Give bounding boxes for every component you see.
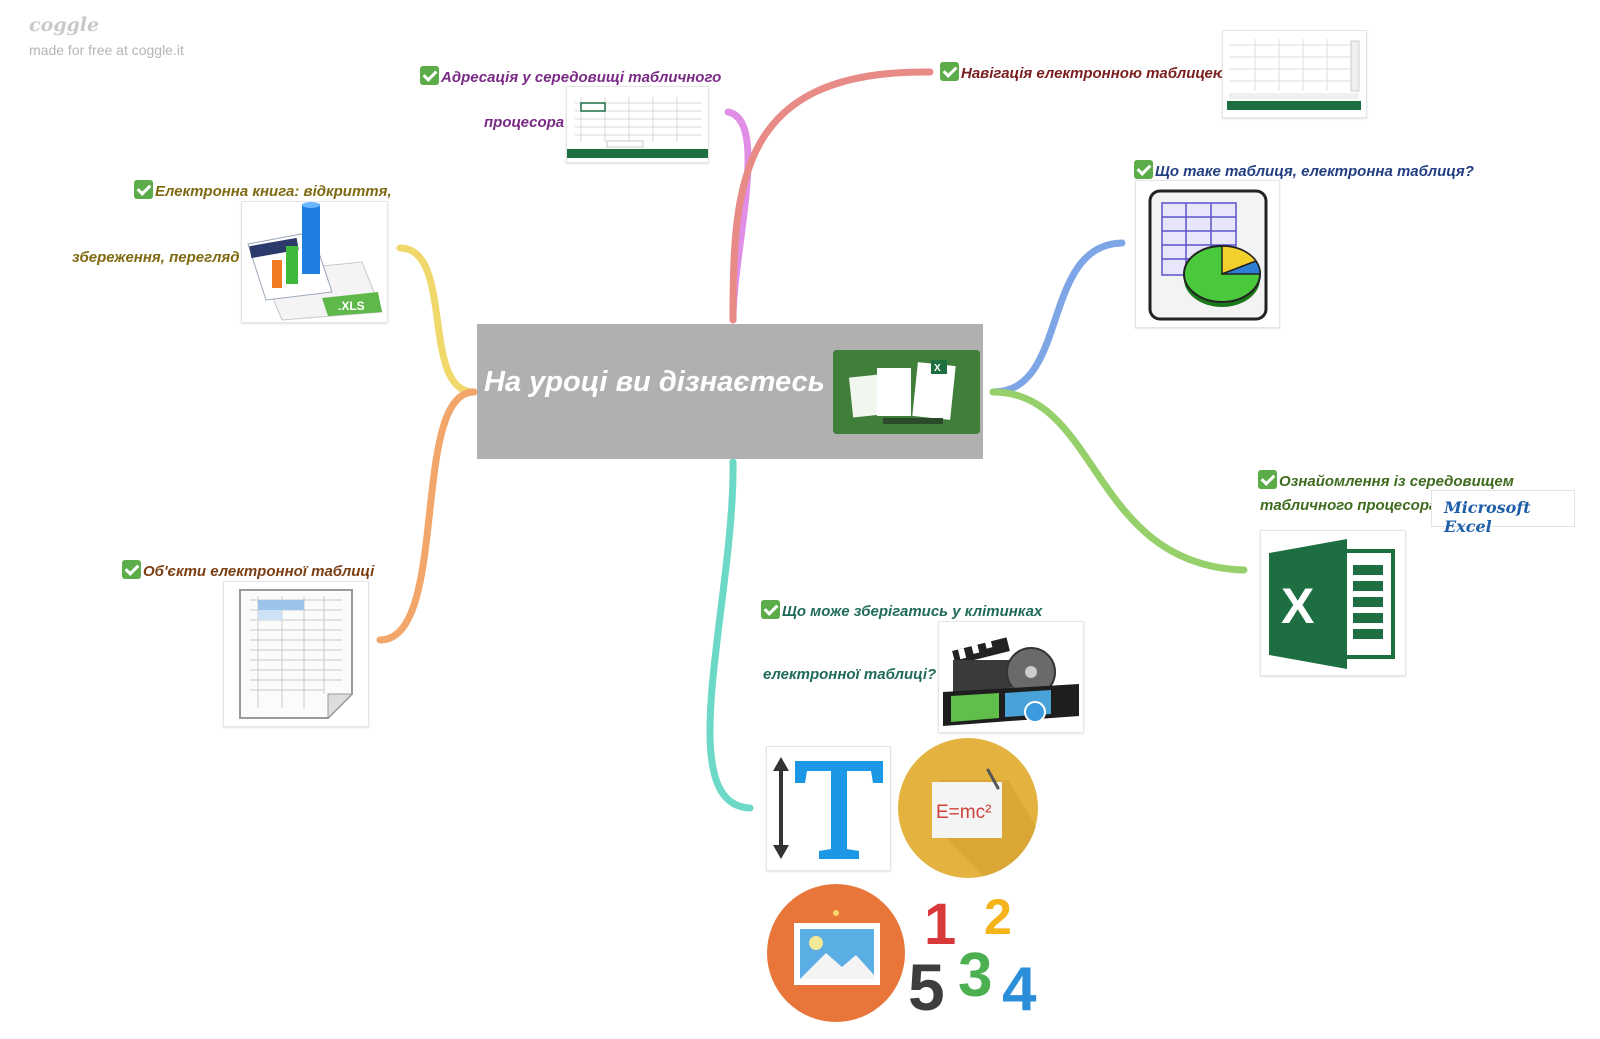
svg-text:1: 1	[924, 892, 956, 957]
table-chart-icon	[1135, 180, 1280, 328]
check-icon	[940, 62, 959, 81]
microsoft-excel-logo-text: Microsoft Excel	[1444, 498, 1531, 536]
svg-text:4: 4	[1002, 955, 1037, 1014]
branch-navigation-label[interactable]: Навігація електронною таблицею	[940, 62, 1226, 83]
book-line2: збереження, перегляд	[72, 249, 240, 266]
film-clapper-icon	[938, 621, 1084, 733]
branch-storage-label[interactable]: Що може зберігатись у клітинках	[761, 600, 1042, 621]
wire-intro	[989, 388, 1248, 574]
addressing-line2: процесора	[484, 114, 565, 131]
navigation-text: Навігація електронною таблицею	[961, 65, 1226, 82]
wire-storage	[706, 458, 754, 812]
check-icon	[1134, 160, 1153, 179]
storage-line2: електронної таблиці?	[763, 666, 937, 683]
objects-text: Об'єкти електронної таблиці	[143, 563, 375, 580]
coggle-logo: coggle	[29, 14, 100, 36]
branch-intro-label[interactable]: Ознайомлення із середовищем	[1258, 470, 1514, 491]
svg-text:X: X	[934, 363, 941, 374]
central-node[interactable]: На уроці ви дізнаєтесь X	[477, 324, 983, 459]
branch-addressing-label[interactable]: Адресація у середовищі табличного	[420, 66, 721, 87]
check-icon	[1258, 470, 1277, 489]
coggle-brand: coggle made for free at coggle.it	[29, 14, 184, 58]
spreadsheet-navigation-thumbnail	[1222, 30, 1367, 118]
wire-what-is	[989, 239, 1126, 396]
wire-objects	[376, 388, 478, 644]
spreadsheet-sheet-icon	[223, 581, 369, 727]
wire-navigation	[729, 68, 934, 324]
svg-text:.XLS: .XLS	[338, 299, 365, 313]
svg-text:3: 3	[958, 941, 992, 1010]
spreadsheet-address-thumbnail	[566, 86, 709, 163]
svg-text:E=mc²: E=mc²	[936, 802, 991, 823]
xls-chart-icon: .XLS	[241, 201, 388, 323]
svg-text:5: 5	[908, 950, 945, 1014]
addressing-line1: Адресація у середовищі табличного	[441, 69, 722, 86]
image-icon	[766, 883, 907, 1024]
check-icon	[761, 600, 780, 619]
check-icon	[420, 66, 439, 85]
wire-book	[396, 244, 478, 396]
branch-what-is-label[interactable]: Що таке таблиця, електронна таблиця?	[1134, 160, 1474, 181]
check-icon	[122, 560, 141, 579]
excel-windows-image: X	[833, 350, 980, 434]
microsoft-excel-logo: Microsoft Excel	[1431, 490, 1575, 536]
intro-line2: табличного процесора	[1260, 497, 1438, 514]
svg-text:X: X	[1281, 578, 1314, 634]
check-icon	[134, 180, 153, 199]
excel-logo-icon: X	[1260, 530, 1406, 676]
branch-objects-label[interactable]: Об'єкти електронної таблиці	[122, 560, 374, 581]
svg-text:2: 2	[984, 889, 1012, 945]
branch-book-label[interactable]: Електронна книга: відкриття,	[134, 180, 392, 201]
what-is-text: Що таке таблиця, електронна таблиця?	[1155, 163, 1474, 180]
storage-line1: Що може зберігатись у клітинках	[782, 603, 1043, 620]
central-title: На уроці ви дізнаєтесь	[484, 366, 825, 398]
formula-icon: E=mc²	[896, 736, 1040, 880]
numbers-icon: 1 2 5 3 4	[908, 886, 1045, 1024]
book-line1: Електронна книга: відкриття,	[155, 183, 392, 200]
coggle-tagline: made for free at coggle.it	[29, 42, 184, 58]
text-size-icon	[766, 746, 891, 871]
intro-line1: Ознайомлення із середовищем	[1279, 473, 1514, 490]
